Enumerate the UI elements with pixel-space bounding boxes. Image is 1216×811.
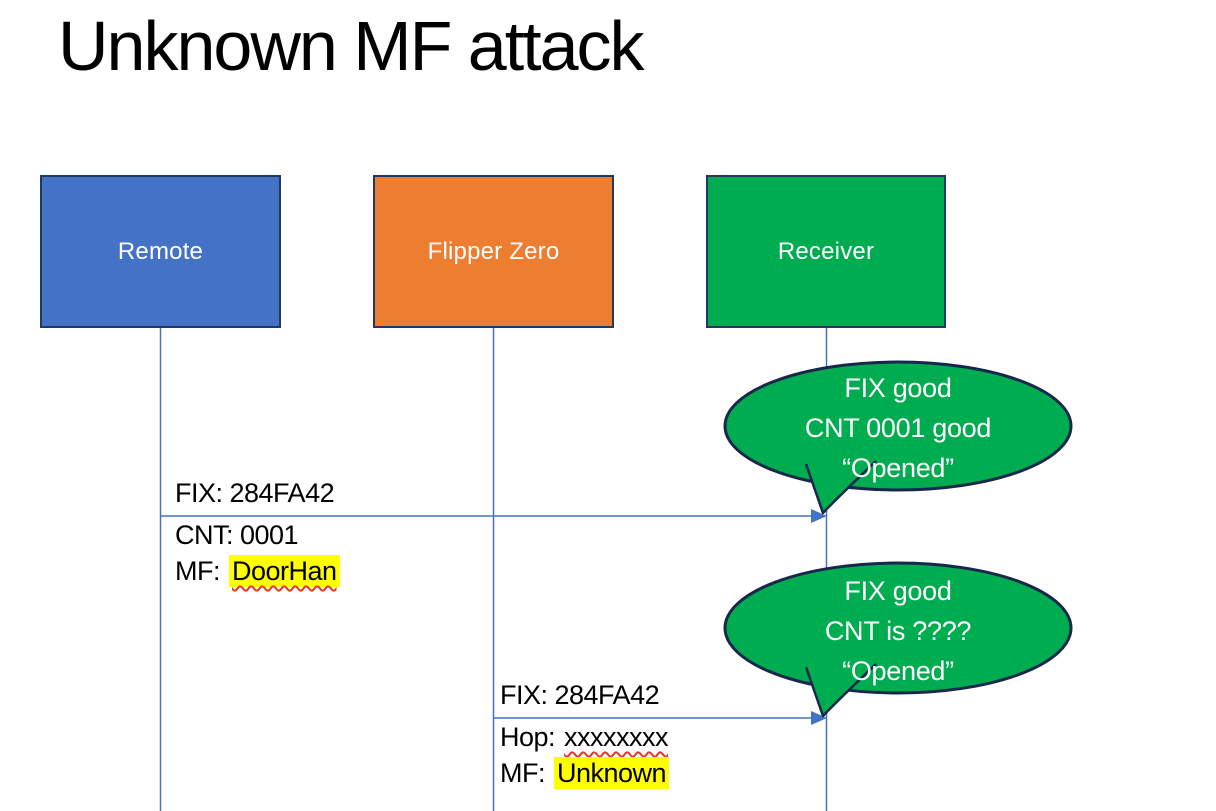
actor-box-flipper-zero: Flipper Zero — [373, 175, 614, 328]
actor-label-flipper-zero: Flipper Zero — [427, 237, 560, 265]
message-2-hop-prefix: Hop: — [500, 722, 556, 752]
message-1-fix-label: FIX: 284FA42 — [175, 478, 335, 508]
bubble-1-line-2: CNT 0001 good — [804, 413, 992, 443]
message-1-mf-value-highlighted: DoorHan — [229, 555, 340, 587]
slide-title: Unknown MF attack — [58, 7, 645, 85]
actor-label-receiver: Receiver — [777, 237, 875, 265]
bubble-2-line-3: “Opened” — [842, 656, 954, 686]
bubble-1-line-1: FIX good — [844, 373, 952, 403]
message-2-mf-prefix: MF: — [500, 758, 546, 788]
bubble-1-text: FIX good CNT 0001 good “Opened” — [748, 368, 1048, 488]
message-2-fix-label: FIX: 284FA42 — [500, 680, 660, 710]
bubble-2-line-1: FIX good — [844, 576, 952, 606]
message-2-hop-label: Hop: xxxxxxxx — [500, 720, 669, 754]
bubble-2-line-2: CNT is ???? — [824, 616, 972, 646]
bubble-1-line-3: “Opened” — [842, 453, 954, 483]
bubble-2-text: FIX good CNT is ???? “Opened” — [748, 571, 1048, 691]
message-1-cnt-label: CNT: 0001 — [175, 520, 299, 550]
message-1-mf-prefix: MF: — [175, 556, 221, 586]
message-1-mf-label: MF: DoorHan — [175, 554, 340, 588]
message-2-hop-value: xxxxxxxx — [564, 722, 669, 752]
message-2-mf-value-highlighted: Unknown — [554, 757, 670, 789]
actor-box-receiver: Receiver — [706, 175, 946, 328]
actor-label-remote: Remote — [117, 237, 204, 265]
arrowhead-icon — [811, 711, 827, 725]
message-2-mf-label: MF: Unknown — [500, 756, 670, 790]
arrowhead-icon — [811, 509, 827, 523]
actor-box-remote: Remote — [40, 175, 281, 328]
